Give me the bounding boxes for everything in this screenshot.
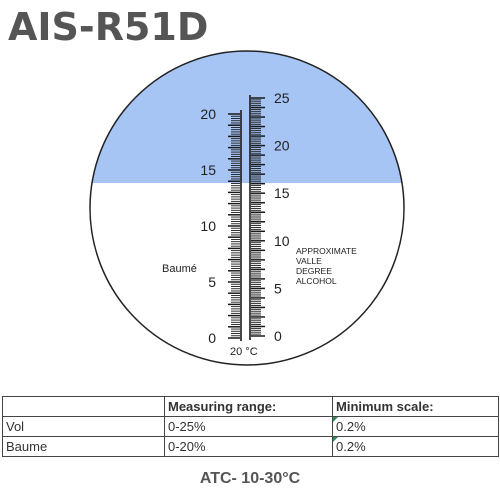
baume-scale: 0 5 10 15 20	[200, 106, 242, 346]
alcohol-tick-label: 15	[274, 185, 290, 201]
alcohol-legend-line: APPROXIMATE	[296, 246, 357, 256]
alcohol-legend-line: ALCOHOL	[296, 276, 337, 286]
alcohol-scale: 0 5 10 15 20 25	[249, 90, 290, 344]
alcohol-tick-label: 5	[274, 280, 282, 296]
table-cell: 0.2%	[332, 416, 499, 437]
baume-tick-label: 20	[200, 106, 216, 122]
refractometer-scale: 0 5 10 15 20 0 5 10 15 20 25 Baumé APPROXIMATEVAL…	[89, 50, 405, 366]
table-cell: Baume	[2, 436, 165, 457]
model-title: AIS-R51D	[8, 5, 209, 49]
temperature-label: 20 °C	[230, 346, 258, 358]
baume-label: Baumé	[162, 263, 197, 275]
alcohol-tick-label: 20	[274, 138, 290, 154]
baume-tick-label: 5	[208, 274, 216, 290]
alcohol-legend-line: VALLE	[296, 256, 322, 266]
baume-tick-label: 15	[200, 162, 216, 178]
table-cell: 0-20%	[164, 436, 333, 457]
atc-note: ATC- 10-30°C	[199, 470, 301, 487]
baume-tick-label: 10	[200, 218, 216, 234]
alcohol-tick-label: 25	[274, 90, 290, 106]
table-header-cell: Minimum scale:	[332, 396, 499, 417]
view-field-outline	[89, 50, 405, 366]
alcohol-tick-label: 0	[274, 328, 282, 344]
table-cell: Vol	[2, 416, 165, 437]
spec-table: Measuring range: Minimum scale: Vol 0-25…	[2, 396, 499, 457]
table-row: Vol 0-25% 0.2%	[2, 416, 499, 437]
alcohol-legend-line: DEGREE	[296, 266, 332, 276]
table-cell: 0-25%	[164, 416, 333, 437]
table-header-cell	[2, 396, 165, 417]
view-field	[89, 50, 405, 366]
table-row: Baume 0-20% 0.2%	[2, 436, 499, 457]
alcohol-tick-label: 10	[274, 233, 290, 249]
table-header-cell: Measuring range:	[164, 396, 333, 417]
baume-tick-label: 0	[208, 330, 216, 346]
table-header-row: Measuring range: Minimum scale:	[2, 396, 499, 417]
table-cell: 0.2%	[332, 436, 499, 457]
